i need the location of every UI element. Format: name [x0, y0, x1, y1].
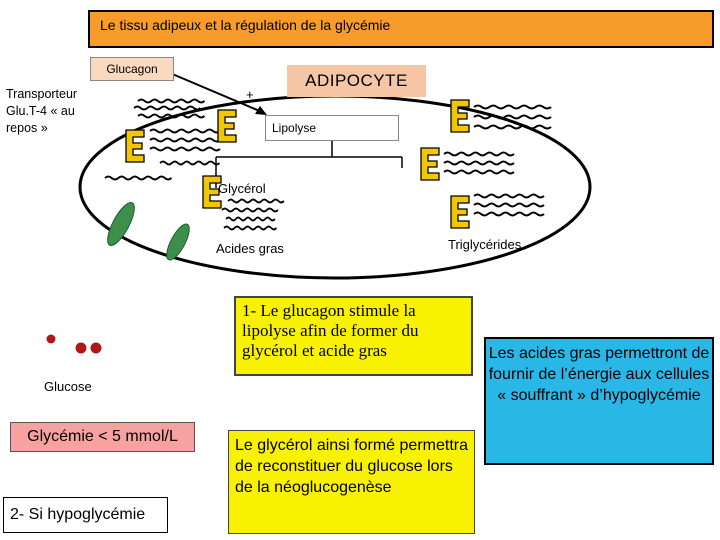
triglyceride-e-icon [125, 129, 145, 163]
glut4-transporter-icon [107, 201, 135, 247]
stimulation-plus-sign: + [246, 87, 254, 102]
glut4-transporter-label: Transporteur Glu.T-4 « au repos » [6, 87, 78, 135]
glucose-dot-icon [75, 342, 87, 354]
glut4-transporter-icon [166, 223, 190, 261]
adipocyte-label: ADIPOCYTE [287, 65, 426, 97]
triglycerides-label: Triglycérides [448, 237, 522, 252]
glucagon-lipolyse-explanation: 1- Le glucagon stimule la lipolyse afin … [234, 296, 473, 376]
glucose-molecules [46, 334, 102, 354]
glycerol-label: Glycérol [218, 181, 266, 196]
neoglucogenese-explanation: Le glycérol ainsi formé permettra de rec… [228, 430, 475, 534]
acides-gras-label: Acides gras [216, 241, 284, 256]
triglyceride-e-icon [450, 99, 470, 133]
lipolyse-label: Lipolyse [265, 115, 399, 141]
glycemie-threshold-label: Glycémie < 5 mmol/L [10, 422, 195, 452]
glucose-label: Glucose [44, 379, 92, 394]
glucose-dot-icon [46, 334, 56, 344]
glucagon-arrow [169, 72, 267, 115]
triglyceride-e-icon [450, 195, 470, 229]
acides-gras-energy-explanation: Les acides gras permettront de fournir d… [484, 337, 714, 465]
triglyceride-e-icon [420, 147, 440, 181]
page-title: Le tissu adipeux et la régulation de la … [88, 10, 714, 48]
glucose-dot-icon [90, 342, 102, 354]
hypoglycemie-step-label: 2- Si hypoglycémie [3, 497, 168, 533]
triglyceride-e-icon [217, 109, 237, 143]
glut4-transporters [107, 201, 190, 261]
glucagon-label: Glucagon [90, 57, 174, 81]
